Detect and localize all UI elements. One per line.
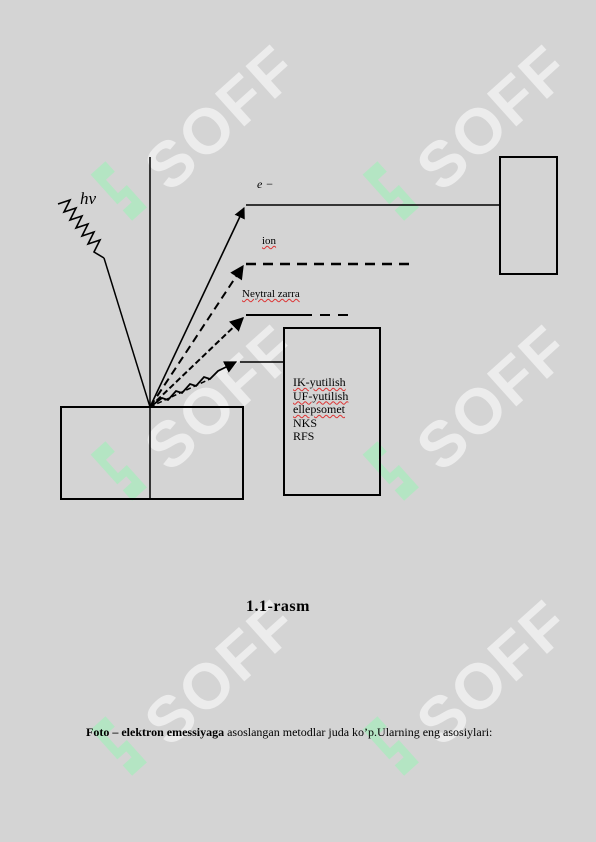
photon-squiggle: [57, 198, 105, 259]
watermark-logo-icon: [90, 716, 147, 776]
methods-list: IK-yutilish UF-yutilish ellepsomet NKS R…: [293, 375, 349, 444]
method-item: ellepsomet: [293, 402, 345, 416]
method-item: NKS: [293, 415, 318, 430]
ion-label: ion: [262, 235, 277, 247]
method-item: RFS: [293, 429, 315, 443]
neutral-ray-arrow: [149, 317, 245, 408]
method-item: UF-yutilish: [293, 388, 349, 403]
sample-block: [60, 406, 244, 500]
paragraph-lead: Foto – elektron emessiyaga: [86, 725, 225, 739]
method-item: IK-yutilish: [293, 375, 346, 389]
optical-ray-dashed: [149, 378, 211, 408]
electron-ray-arrow: [149, 206, 245, 408]
body-paragraph: Foto – elektron emessiyaga asoslangan me…: [86, 725, 553, 739]
watermark-logo-icon: [362, 161, 419, 221]
watermark-logo-icon: [362, 716, 419, 776]
figure-caption: 1.1-rasm: [246, 598, 310, 615]
paragraph-text: asoslangan metodlar juda ko’p.Ularning e…: [224, 725, 493, 739]
watermark-logo-icon: [90, 441, 147, 501]
ion-ray-arrow: [149, 264, 244, 408]
detector-box: [499, 156, 558, 275]
watermark-logo-icon: [90, 161, 147, 221]
optical-ray-arrow: [149, 361, 238, 408]
methods-box: [283, 327, 381, 496]
incident-ray: [103, 257, 151, 408]
neutral-particle-label: Neytral zarra: [242, 288, 300, 300]
electron-label: e −: [257, 177, 274, 191]
watermark-logo-icon: [362, 441, 419, 501]
photon-label: hν: [80, 189, 97, 208]
